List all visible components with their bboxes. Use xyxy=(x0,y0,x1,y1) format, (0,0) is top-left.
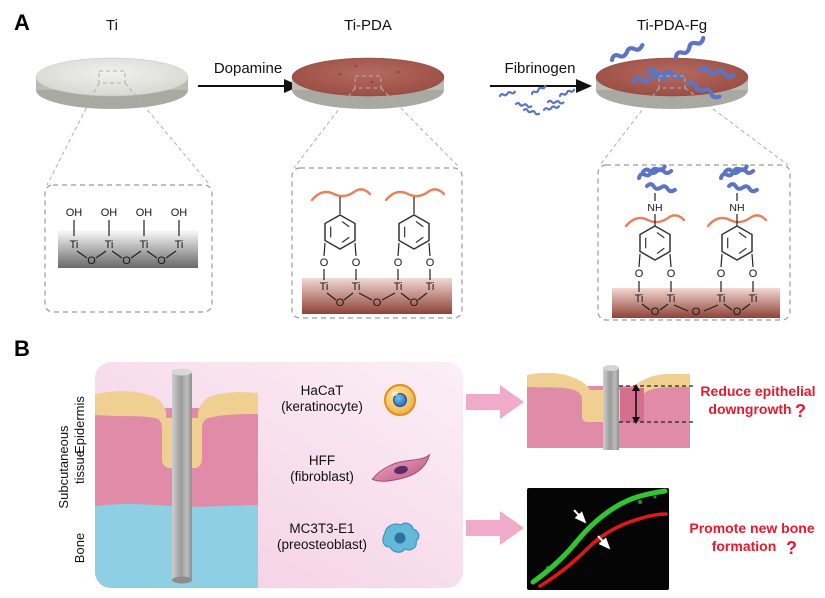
o-label: O xyxy=(373,297,382,309)
cell-name: MC3T3-E1 xyxy=(289,521,354,536)
o-label: O xyxy=(717,268,726,280)
outcome-line1: Promote new bone xyxy=(689,520,814,536)
pda-polymer-chains xyxy=(310,188,446,202)
downgrown-epithelium xyxy=(620,388,644,422)
oh-label: OH xyxy=(171,207,188,219)
outcome-bone: Promote new bone formation ? xyxy=(689,520,814,558)
step-label-fibrinogen: Fibrinogen xyxy=(505,60,576,77)
annotation-arrows xyxy=(573,509,611,550)
oh-label: OH xyxy=(136,207,153,219)
result-arrow-bottom xyxy=(466,511,524,545)
oh-label: OH xyxy=(101,207,118,219)
ti-bulk-band xyxy=(58,230,198,268)
dopamine-step: Dopamine xyxy=(198,60,300,93)
depth-measure-arrow xyxy=(632,384,640,424)
panel-b: B Epidermis Subcutaneous tissue Bone HaC… xyxy=(14,336,816,590)
cell-name: HaCaT xyxy=(301,383,344,398)
zoom-box-fg-pda-surface: NH NH O O O O Ti Ti Ti Ti O O O xyxy=(597,163,791,321)
o-label: O xyxy=(651,306,660,318)
magnifier-rect xyxy=(98,70,126,84)
tissue-label-bone: Bone xyxy=(72,533,87,563)
ti-pda-fg-disc xyxy=(595,37,749,109)
panel-b-label: B xyxy=(14,336,30,361)
o-label: O xyxy=(426,257,435,269)
o-label: O xyxy=(320,257,329,269)
oh-label: OH xyxy=(66,207,83,219)
fibroblast-icon xyxy=(371,453,431,482)
bonds xyxy=(73,220,180,259)
cell-name: HFF xyxy=(309,453,335,468)
o-label: O xyxy=(157,255,166,267)
panel-a: A Ti Ti-PDA Ti-PDA-Fg Dopamine Fibrinoge… xyxy=(14,10,791,321)
ti-label: Ti xyxy=(70,239,79,251)
magnifier-rect xyxy=(354,75,382,89)
ti-bulk-band xyxy=(302,278,452,314)
outcome-line2: downgrowth xyxy=(708,401,791,417)
question-mark: ? xyxy=(795,401,806,421)
ti-label: Ti xyxy=(140,239,149,251)
sample-label-ti: Ti xyxy=(106,17,118,34)
keratinocyte-icon xyxy=(384,384,416,416)
ti-label: Ti xyxy=(635,293,644,305)
implant-rod xyxy=(603,365,619,450)
outcome-epithelial: Reduce epithelial downgrowth ? xyxy=(700,383,815,421)
sample-label-ti-pda: Ti-PDA xyxy=(344,17,392,34)
o-label: O xyxy=(87,255,96,267)
o-label: O xyxy=(122,255,131,267)
tissue-label-subcutaneous-2: tissue xyxy=(72,450,87,484)
cell-type: (preosteoblast) xyxy=(277,537,367,552)
pda-polymer-chains xyxy=(624,214,768,228)
o-label: O xyxy=(733,306,742,318)
o-label: O xyxy=(410,297,419,309)
new-bone-stain-green xyxy=(530,488,668,585)
ti-label: Ti xyxy=(667,293,676,305)
ti-label: Ti xyxy=(320,281,329,293)
zoom-box-pda-surface: O O O O Ti Ti Ti Ti O O O xyxy=(291,167,463,319)
fluorescence-micrograph xyxy=(527,488,669,590)
o-label: O xyxy=(749,268,758,280)
o-label: O xyxy=(336,297,345,309)
nh-label: NH xyxy=(729,202,744,214)
ti-label: Ti xyxy=(175,239,184,251)
ti-bulk-band xyxy=(612,288,780,318)
bonds xyxy=(638,193,754,312)
fibrinogen-cluster xyxy=(635,163,760,196)
bonds xyxy=(323,197,431,301)
o-label: O xyxy=(692,306,701,318)
ti-label: Ti xyxy=(426,281,435,293)
cell-type: (keratinocyte) xyxy=(281,399,363,414)
ti-label: Ti xyxy=(105,239,114,251)
ti-pda-disc xyxy=(291,57,445,109)
implant-line-stain-red xyxy=(538,512,668,588)
downgrowth-schematic xyxy=(527,365,694,450)
o-label: O xyxy=(635,268,644,280)
step-label-dopamine: Dopamine xyxy=(214,60,282,77)
ti-label: Ti xyxy=(749,293,758,305)
zoom-box-ti-surface: OH OH OH OH Ti Ti Ti Ti O O O xyxy=(44,184,213,313)
nh-label: NH xyxy=(647,202,662,214)
ti-label: Ti xyxy=(394,281,403,293)
fibrinogen-molecules-sprinkle xyxy=(498,84,576,117)
outcome-line2: formation xyxy=(712,538,777,554)
panel-a-label: A xyxy=(14,10,30,35)
implant-rod xyxy=(172,368,192,584)
sample-label-ti-pda-fg: Ti-PDA-Fg xyxy=(637,17,707,34)
ti-disc xyxy=(35,57,189,109)
magnifier-rect xyxy=(658,75,686,89)
cell-type: (fibroblast) xyxy=(290,469,354,484)
cell-legend: HaCaT (keratinocyte) HFF (fibroblast) MC… xyxy=(277,383,431,553)
fibrinogen-step: Fibrinogen xyxy=(490,60,592,117)
o-label: O xyxy=(352,257,361,269)
question-mark: ? xyxy=(786,538,797,558)
preosteoblast-icon xyxy=(382,522,420,553)
outcome-line1: Reduce epithelial xyxy=(700,383,815,399)
o-label: O xyxy=(667,268,676,280)
o-label: O xyxy=(394,257,403,269)
tissue-label-epidermis: Epidermis xyxy=(72,396,87,454)
tissue-label-subcutaneous-1: Subcutaneous xyxy=(56,425,71,509)
result-arrow-top xyxy=(466,385,524,419)
ti-label: Ti xyxy=(717,293,726,305)
ti-label: Ti xyxy=(352,281,361,293)
